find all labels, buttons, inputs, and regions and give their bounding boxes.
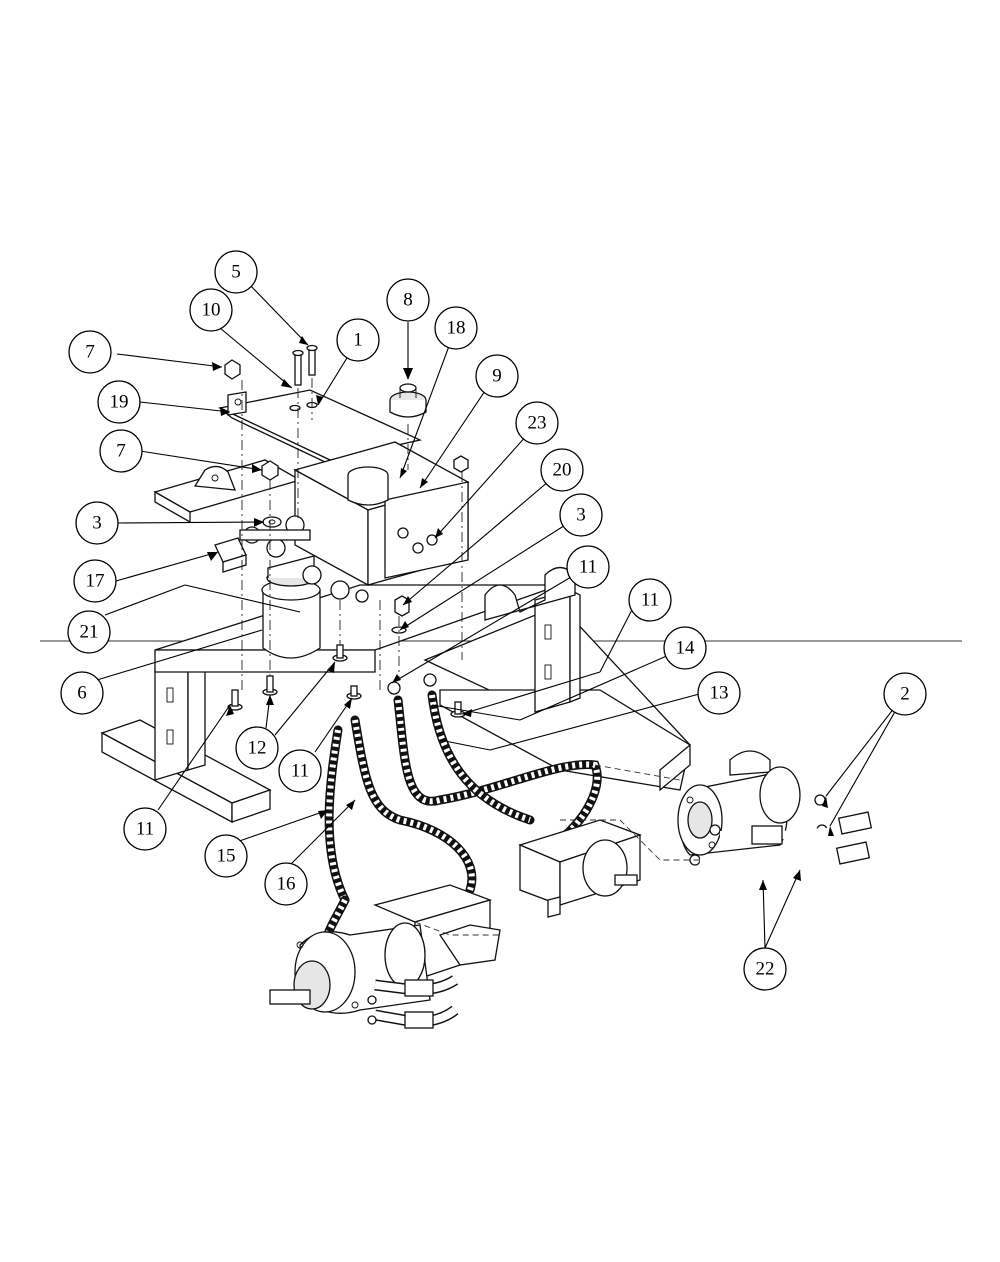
callout-label: 9 xyxy=(492,366,502,387)
callout-label: 21 xyxy=(80,622,99,643)
callout-label: 12 xyxy=(248,738,267,759)
callout-19: 19 xyxy=(97,380,141,424)
callout-3: 3 xyxy=(75,501,119,545)
callout-label: 17 xyxy=(86,571,105,592)
callout-11: 11 xyxy=(123,807,167,851)
callout-10: 10 xyxy=(189,288,233,332)
callout-8: 8 xyxy=(386,278,430,322)
valve-block-17 xyxy=(214,515,369,603)
hoses xyxy=(321,690,602,965)
callout-14: 14 xyxy=(663,626,707,670)
callout-label: 3 xyxy=(576,505,586,526)
callout-3: 3 xyxy=(559,493,603,537)
callout-7: 7 xyxy=(68,330,112,374)
callout-22: 22 xyxy=(743,947,787,991)
callout-label: 11 xyxy=(136,819,154,840)
callout-label: 19 xyxy=(110,392,129,413)
callout-label: 2 xyxy=(900,684,910,705)
callout-label: 5 xyxy=(231,262,241,283)
callout-11: 11 xyxy=(628,578,672,622)
assembly-centerlines xyxy=(241,378,463,690)
callout-label: 20 xyxy=(553,460,572,481)
reservoir-tank-18 xyxy=(293,383,470,587)
callout-21: 21 xyxy=(67,610,111,654)
callout-label: 11 xyxy=(641,590,659,611)
callout-label: 3 xyxy=(92,513,102,534)
callout-label: 7 xyxy=(85,342,95,363)
callout-11: 11 xyxy=(278,749,322,793)
callout-6: 6 xyxy=(60,671,104,715)
callout-label: 11 xyxy=(291,761,309,782)
callout-16: 16 xyxy=(264,862,308,906)
callout-2: 2 xyxy=(883,672,927,716)
callout-label: 10 xyxy=(202,300,221,321)
callout-label: 11 xyxy=(579,557,597,578)
callout-11: 11 xyxy=(566,545,610,589)
callout-label: 23 xyxy=(528,413,547,434)
callout-label: 18 xyxy=(447,318,466,339)
callout-20: 20 xyxy=(540,448,584,492)
callout-label: 14 xyxy=(676,638,696,659)
mount-bracket-19 xyxy=(217,389,423,471)
callout-13: 13 xyxy=(697,671,741,715)
callout-label: 1 xyxy=(353,330,363,351)
callout-7: 7 xyxy=(99,429,143,473)
hydraulic-motor-lower-left xyxy=(269,884,501,1029)
callout-1: 1 xyxy=(336,318,380,362)
return-tubes-22 xyxy=(699,811,873,873)
callout-5: 5 xyxy=(214,250,258,294)
callout-label: 22 xyxy=(756,959,775,980)
callout-label: 8 xyxy=(403,290,413,311)
callout-label: 7 xyxy=(116,441,126,462)
frame-rails xyxy=(100,566,691,824)
callout-label: 6 xyxy=(77,683,87,704)
hardware xyxy=(224,344,469,718)
callout-18: 18 xyxy=(434,306,478,350)
callout-23: 23 xyxy=(515,401,559,445)
callout-9: 9 xyxy=(475,354,519,398)
leader-lines xyxy=(96,282,906,949)
callout-label: 16 xyxy=(277,874,296,895)
callout-label: 15 xyxy=(217,846,236,867)
callout-label: 13 xyxy=(710,683,729,704)
hydraulic-motor-right xyxy=(677,750,828,866)
callout-17: 17 xyxy=(73,559,117,603)
hydraulic-pump-center xyxy=(518,819,642,918)
projection-lines xyxy=(414,764,700,936)
callout-12: 12 xyxy=(235,726,279,770)
callout-15: 15 xyxy=(204,834,248,878)
arrowheads xyxy=(207,336,834,890)
